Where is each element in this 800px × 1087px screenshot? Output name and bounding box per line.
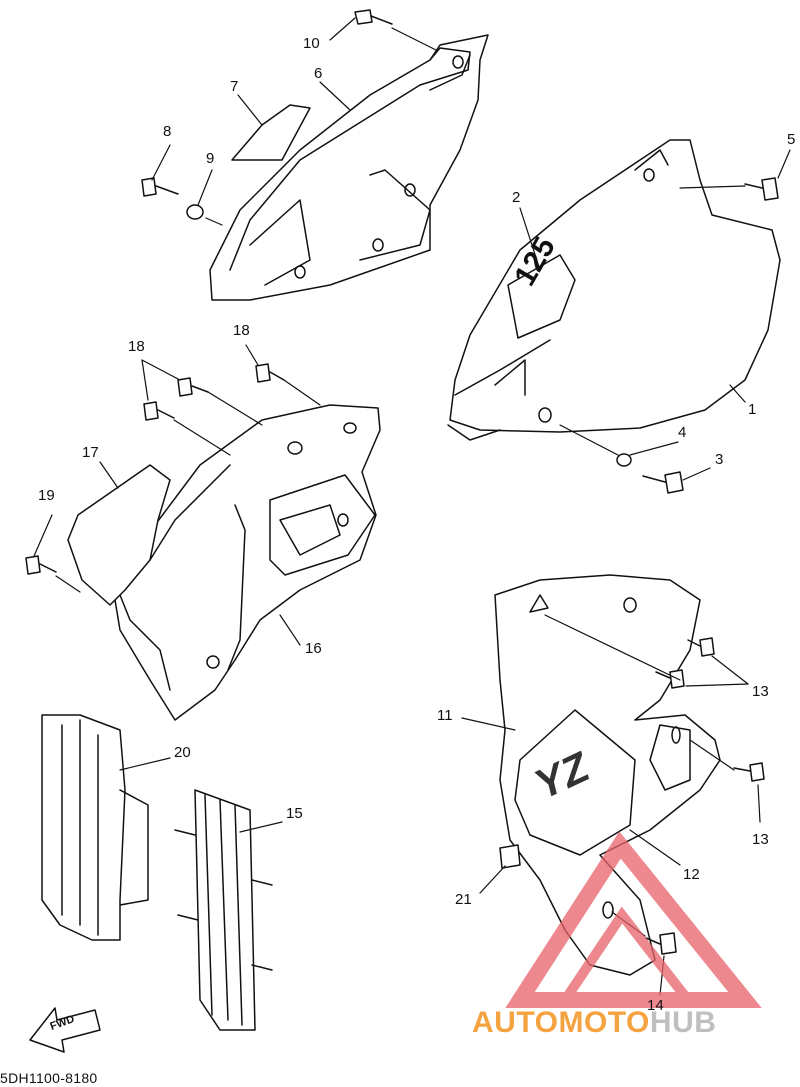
label-part-21: 21: [455, 891, 472, 908]
pad-part17: [67, 464, 171, 606]
label-part-11: 11: [437, 707, 453, 724]
label-part-18a: 18: [128, 338, 145, 355]
radiator-louver-part15: [174, 789, 273, 1031]
side-cover-upper-part6: [209, 34, 489, 301]
leader-lines: [33, 17, 791, 996]
label-part-13a: 13: [752, 683, 769, 700]
label-part-17: 17: [82, 444, 99, 461]
label-part-15: 15: [286, 805, 303, 822]
radiator-guard-part20: [41, 714, 149, 941]
label-part-14: 14: [647, 997, 664, 1014]
label-part-1: 1: [748, 401, 757, 418]
side-cover-left-part16: [114, 404, 381, 721]
label-part-5: 5: [787, 131, 796, 148]
diagram-code: 5DH1100-8180: [0, 1070, 98, 1086]
watermark-text-part2: HUB: [649, 1006, 717, 1039]
decal-part2: [507, 254, 576, 339]
label-part-3: 3: [715, 451, 724, 468]
label-part-10: 10: [303, 35, 320, 52]
label-part-20: 20: [174, 744, 191, 761]
label-part-7: 7: [230, 78, 239, 95]
label-part-16: 16: [305, 640, 322, 657]
pad-part7: [231, 104, 311, 161]
watermark-brand: AUTOMOTOHUB: [472, 1006, 716, 1040]
watermark-triangle: [505, 831, 762, 1008]
label-part-4: 4: [678, 424, 687, 441]
label-part-18b: 18: [233, 322, 250, 339]
label-part-13b: 13: [752, 831, 769, 848]
decal-part12: [514, 709, 636, 856]
label-part-6: 6: [314, 65, 323, 82]
label-part-19: 19: [38, 487, 55, 504]
label-part-2: 2: [512, 189, 521, 206]
label-part-8: 8: [163, 123, 172, 140]
side-cover-right-part1: [447, 139, 781, 441]
label-part-9: 9: [206, 150, 215, 167]
watermark-text-part1: AUTOMOTO: [472, 1006, 650, 1039]
label-part-12: 12: [683, 866, 700, 883]
clip-part21: [499, 844, 521, 869]
fwd-arrow-icon: [29, 1007, 101, 1053]
